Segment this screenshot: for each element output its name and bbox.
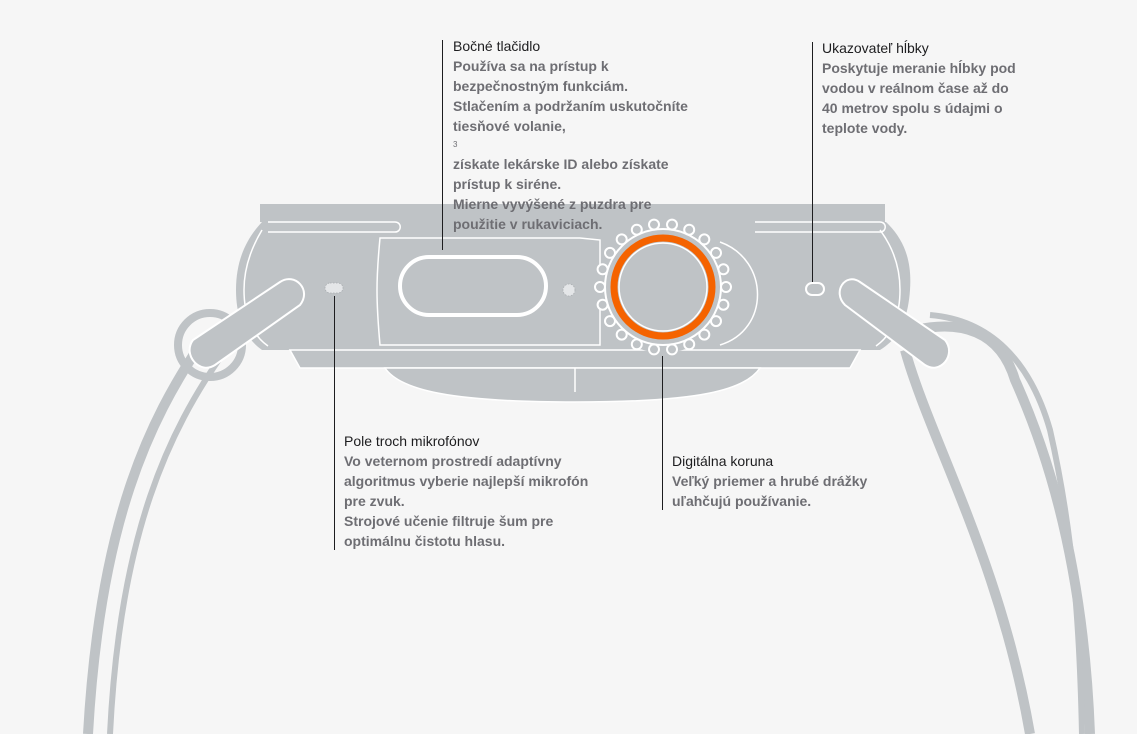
depth-gauge-line: 40 metrov spolu s údajmi o bbox=[822, 100, 1003, 116]
microphones-line: Vo veternom prostredí adaptívny bbox=[344, 453, 562, 469]
case-sensor-back bbox=[383, 367, 762, 403]
side-button bbox=[398, 255, 548, 317]
side-button-line: získate lekárske ID alebo získate bbox=[453, 156, 669, 172]
depth-gauge-sensor bbox=[805, 282, 825, 296]
digital-crown-line: Veľký priemer a hrubé drážky bbox=[672, 473, 868, 489]
microphones-line: optimálnu čistotu hlasu. bbox=[344, 533, 506, 549]
leader-depth-gauge bbox=[812, 42, 813, 282]
digital-crown bbox=[594, 218, 732, 356]
leader-side-button bbox=[442, 40, 443, 250]
side-button-line: tiesňové volanie, bbox=[453, 118, 566, 134]
leader-digital-crown bbox=[662, 356, 663, 510]
left-band bbox=[83, 309, 246, 734]
callout-microphones: Pole troch mikrofónov Vo veternom prostr… bbox=[344, 431, 588, 551]
microphones-line: Strojové učenie filtruje šum pre bbox=[344, 513, 554, 529]
depth-gauge-title: Ukazovateľ hĺbky bbox=[822, 40, 929, 56]
crown-tooth bbox=[666, 343, 678, 356]
right-band bbox=[900, 312, 1095, 734]
side-button-title: Bočné tlačidlo bbox=[453, 38, 541, 54]
side-button-line: Používa sa na prístup k bbox=[453, 58, 609, 74]
footnote-marker[interactable]: 3 bbox=[453, 140, 458, 149]
crown-tooth bbox=[615, 328, 628, 341]
microphones-title: Pole troch mikrofónov bbox=[344, 433, 480, 449]
side-button-line: Mierne vyvýšené z puzdra pre bbox=[453, 196, 652, 212]
band-lug-right bbox=[838, 278, 951, 369]
callout-depth-gauge: Ukazovateľ hĺbky Poskytuje meranie hĺbky… bbox=[822, 38, 1016, 138]
case-top-rim bbox=[260, 204, 885, 222]
depth-gauge-line: teplote vody. bbox=[822, 120, 908, 136]
microphones-line: pre zvuk. bbox=[344, 493, 405, 509]
depth-gauge-line: vodou v reálnom čase až do bbox=[822, 80, 1009, 96]
case-outline bbox=[243, 221, 901, 347]
leader-microphones bbox=[334, 296, 335, 550]
callout-side-button: Bočné tlačidlo Používa sa na prístup k b… bbox=[453, 36, 688, 234]
case-bottom-plate bbox=[288, 349, 862, 369]
crown-tooth bbox=[594, 281, 606, 293]
crown-tooth bbox=[615, 233, 628, 246]
digital-crown-title: Digitálna koruna bbox=[672, 453, 774, 469]
depth-gauge-line: Poskytuje meranie hĺbky pod bbox=[822, 60, 1016, 76]
band-lug-left bbox=[188, 278, 306, 369]
crown-tooth bbox=[698, 328, 711, 341]
callout-digital-crown: Digitálna koruna Veľký priemer a hrubé d… bbox=[672, 451, 867, 511]
microphones-line: algoritmus vyberie najlepší mikrofón bbox=[344, 473, 589, 489]
crown-tooth bbox=[698, 233, 711, 246]
microphone-grille-small-icon bbox=[562, 283, 576, 297]
crown-tooth bbox=[648, 343, 660, 356]
digital-crown-line: uľahčujú používanie. bbox=[672, 493, 812, 509]
side-button-line: Stlačením a podržaním uskutočníte bbox=[453, 98, 688, 114]
side-button-line: prístup k siréne. bbox=[453, 176, 562, 192]
side-button-line: bezpečnostným funkciám. bbox=[453, 78, 629, 94]
crown-tooth bbox=[720, 281, 732, 293]
side-button-line: použitie v rukaviciach. bbox=[453, 216, 603, 232]
microphone-grille-icon bbox=[324, 282, 344, 294]
